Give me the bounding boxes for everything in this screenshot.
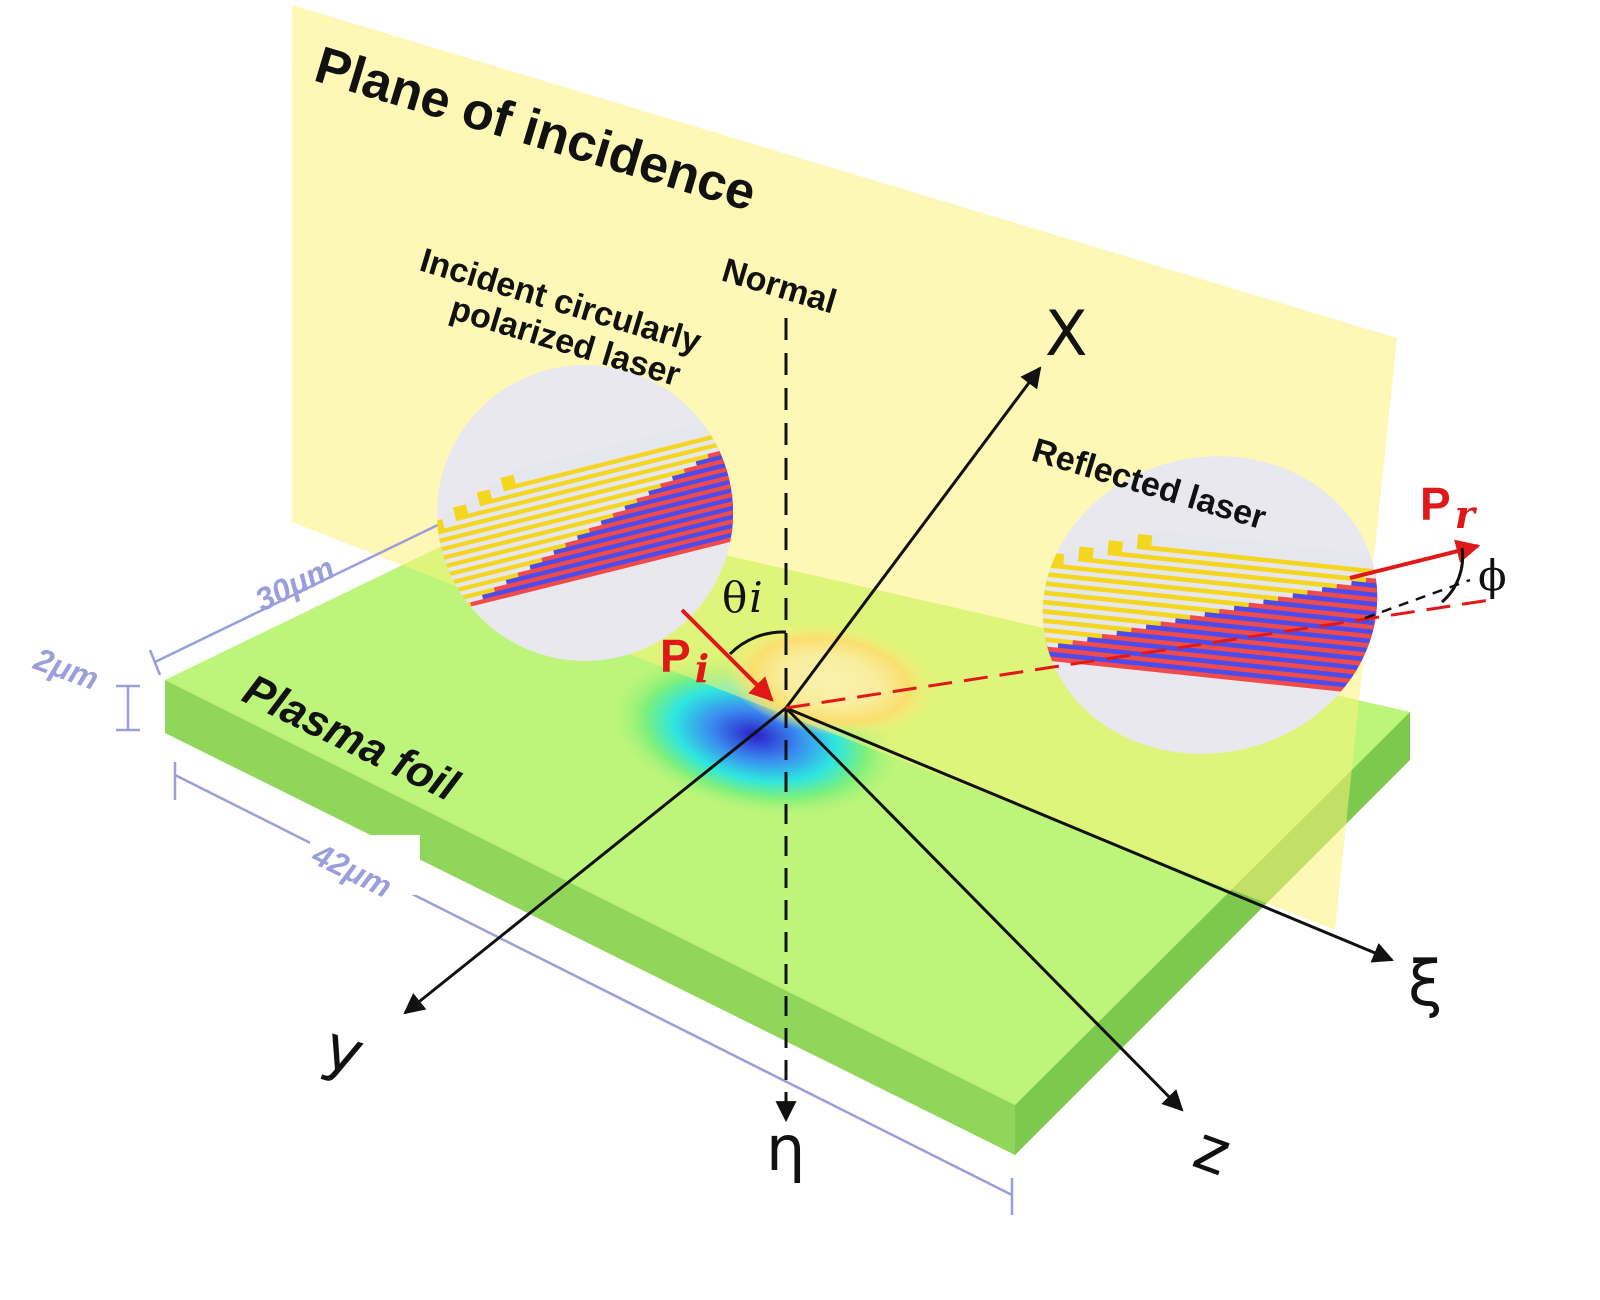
axis-x-label: X <box>1045 297 1087 370</box>
dimension-thickness-label: 2μm <box>29 640 104 697</box>
foil-front-face <box>165 680 1015 1155</box>
reflected-vector-subscript: r <box>1455 492 1478 537</box>
incident-vector-P: P <box>660 630 691 682</box>
incident-stripe-lower <box>610 407 789 518</box>
axis-xi-arrow <box>785 706 1394 963</box>
reflected-stripe-upper <box>1014 590 1133 633</box>
theta-angle-arc <box>728 630 787 656</box>
axis-y-arrow <box>403 706 787 1015</box>
axis-y-label: y <box>315 1010 372 1091</box>
reflected-stripe-upper <box>1151 530 1406 573</box>
theta-label: θi <box>722 573 763 622</box>
reflected-direction-line <box>785 598 1491 710</box>
axes <box>403 366 1394 1123</box>
reflected-vector-P: P <box>1420 478 1451 530</box>
incident-stripe-upper <box>512 407 768 484</box>
length-label-gap <box>310 835 420 895</box>
phi-angle-arc <box>1441 547 1465 604</box>
phi-label: ϕ <box>1478 551 1507 600</box>
incident-stripe-lower <box>622 399 789 511</box>
dimension-thickness <box>116 684 140 732</box>
theta-subscript: i <box>749 573 762 622</box>
reflected-stripe-lower <box>1351 570 1406 628</box>
reflected-tilt-line <box>1364 578 1471 620</box>
axis-xi-label: ξ <box>1408 947 1443 1020</box>
reflected-stripe-upper <box>1014 593 1119 636</box>
incident-vector-subscript: i <box>695 646 709 691</box>
axis-z-arrow <box>784 706 1184 1112</box>
axis-z-label: z <box>1185 1110 1241 1190</box>
axis-x-arrow <box>784 366 1042 709</box>
theta-symbol: θ <box>722 573 747 622</box>
incident-stripe-lower <box>598 414 789 525</box>
axis-eta-label: η <box>766 1112 805 1185</box>
incident-vector-arrow <box>680 608 774 702</box>
reflected-vector-arrow <box>1349 539 1481 580</box>
